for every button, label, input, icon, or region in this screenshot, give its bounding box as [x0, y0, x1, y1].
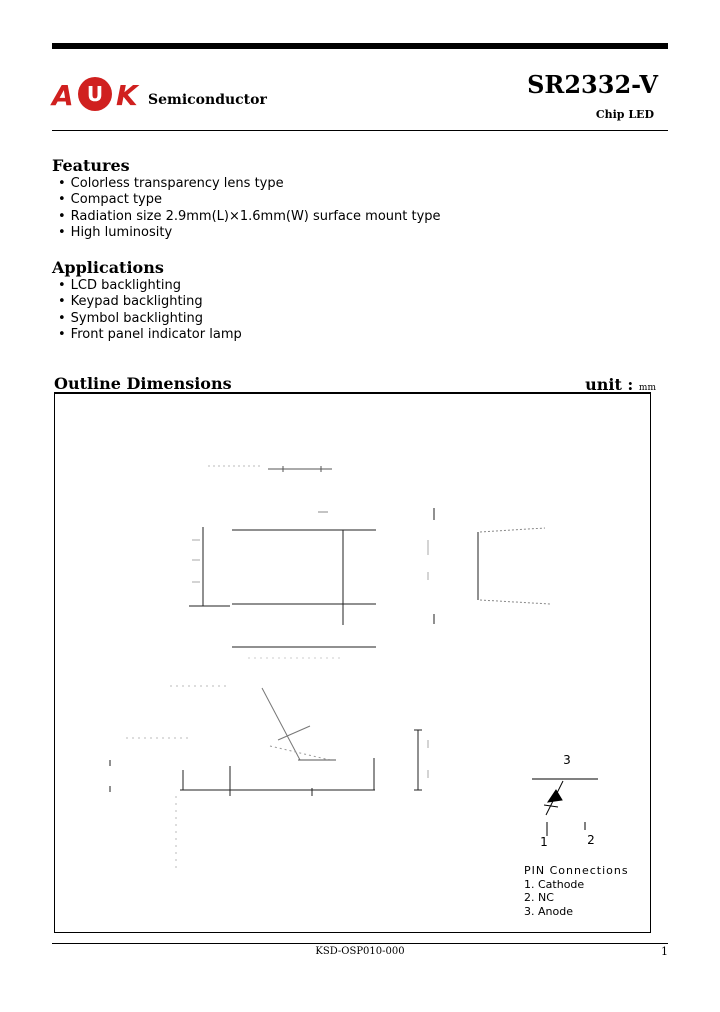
pin-connections: PIN Connections 1. Cathode 2. NC 3. Anod…: [524, 864, 629, 918]
side-view-body: [427, 508, 551, 624]
logo-letter-k: K: [116, 79, 138, 112]
list-item: LCD backlighting: [58, 278, 242, 294]
top-rule: [52, 43, 668, 49]
document-code: KSD-OSP010-000: [315, 946, 405, 957]
list-item: Colorless transparency lens type: [58, 176, 441, 192]
list-item: High luminosity: [58, 225, 441, 241]
unit-value: mm: [638, 383, 656, 393]
outline-drawing-frame: [54, 393, 651, 933]
footer-rule: [52, 943, 668, 944]
features-list: Colorless transparency lens type Compact…: [58, 176, 441, 242]
list-item: Compact type: [58, 192, 441, 208]
unit-label: unit : mm: [585, 375, 656, 394]
list-item: 2. NC: [524, 891, 554, 904]
applications-list: LCD backlighting Keypad backlighting Sym…: [58, 278, 242, 344]
pin-1-label: 1: [540, 835, 548, 849]
part-type: Chip LED: [595, 108, 654, 121]
top-view-body: [189, 511, 376, 659]
top-dimension-lead: [208, 465, 332, 472]
list-item: Front panel indicator lamp: [58, 327, 242, 343]
pin-3-label: 3: [563, 753, 571, 767]
bottom-view-body: [109, 685, 429, 868]
list-item: Keypad backlighting: [58, 294, 242, 310]
pin-connections-title: PIN Connections: [524, 864, 629, 877]
list-item: 3. Anode: [524, 904, 573, 918]
outline-title: Outline Dimensions: [54, 374, 232, 393]
features-title: Features: [52, 156, 130, 175]
list-item: Radiation size 2.9mm(L)×1.6mm(W) surface…: [58, 209, 441, 225]
page-number: 1: [661, 945, 668, 958]
logo-letter-u: U: [78, 77, 112, 111]
diode-schematic-symbol: [532, 778, 598, 836]
applications-title: Applications: [52, 258, 164, 277]
list-item: 1. Cathode: [524, 877, 585, 891]
company-name: Semiconductor: [148, 92, 267, 108]
pin-2-label: 2: [587, 833, 595, 847]
logo-letter-a: A: [52, 79, 74, 112]
part-number: SR2332-V: [527, 70, 658, 99]
list-item: Symbol backlighting: [58, 311, 242, 327]
outline-divider: [54, 392, 651, 393]
header-divider: [52, 130, 668, 131]
